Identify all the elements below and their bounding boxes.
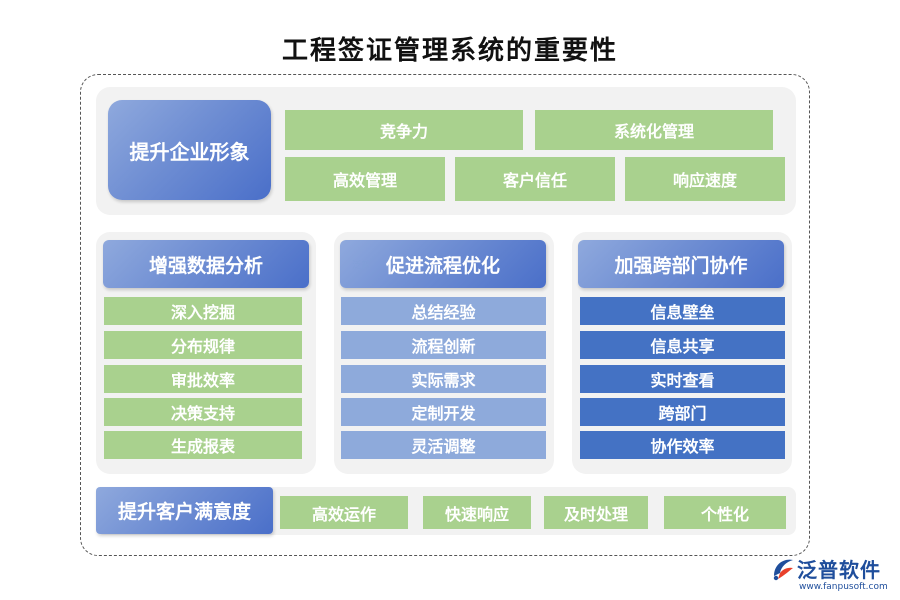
column-item: 总结经验 [341,297,546,325]
top-item-competitiveness: 竞争力 [285,110,523,150]
bottom-item: 高效运作 [280,496,408,529]
logo-url: www.fanpusoft.com [799,582,888,592]
watermark-logo-icon: 泛普 [352,261,371,271]
column-item: 跨部门 [580,398,785,426]
column-item: 分布规律 [104,331,302,359]
column-item: 协作效率 [580,431,785,459]
brand-logo: 泛普软件 www.fanpusoft.com [770,554,895,596]
bottom-item: 快速响应 [423,496,531,529]
top-item-customer-trust: 客户信任 [455,157,615,201]
column-head-process-optimization: 促进流程优化 [340,240,546,288]
column-item: 信息共享 [580,331,785,359]
column-item: 生成报表 [104,431,302,459]
column-item: 深入挖掘 [104,297,302,325]
column-item: 审批效率 [104,365,302,393]
fanpu-logo-icon [773,559,793,581]
top-item-response-speed: 响应速度 [625,157,785,201]
column-item: 信息壁垒 [580,297,785,325]
top-item-systematic-management: 系统化管理 [535,110,773,150]
bottom-item: 个性化 [664,496,786,529]
column-item: 流程创新 [341,331,546,359]
diagram-title: 工程签证管理系统的重要性 [281,36,618,66]
bottom-item: 及时处理 [544,496,648,529]
logo-name: 泛普软件 [797,558,881,582]
dashed-frame [80,74,810,556]
column-item: 实际需求 [341,365,546,393]
column-item: 决策支持 [104,398,302,426]
top-head-box: 提升企业形象 [108,100,271,200]
column-item: 定制开发 [341,398,546,426]
column-head-data-analysis: 增强数据分析 [103,240,309,288]
top-item-efficient-management: 高效管理 [285,157,445,201]
bottom-head-box: 提升客户满意度 [96,487,273,534]
column-item: 灵活调整 [341,431,546,459]
column-head-cross-department: 加强跨部门协作 [578,240,784,288]
column-item: 实时查看 [580,365,785,393]
